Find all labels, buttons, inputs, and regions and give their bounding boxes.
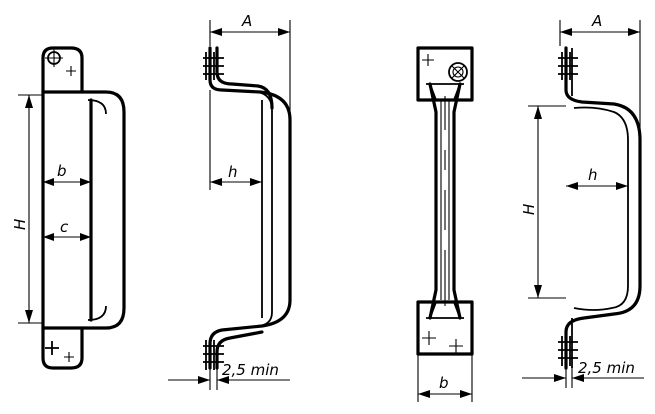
view1-front-handle <box>41 46 126 370</box>
view3-label-b: b <box>439 374 449 392</box>
view2-dimension-clearance: 2,5 min <box>168 361 290 390</box>
view1-label-b: b <box>57 162 67 180</box>
view4-dimension-h: h <box>566 166 628 190</box>
view4-dimension-H: H <box>520 105 566 299</box>
view2-dimension-h: h <box>209 90 262 190</box>
view4-label-clearance: 2,5 min <box>578 359 635 377</box>
view1-label-c: c <box>60 218 69 236</box>
view4-curved-handle <box>558 46 642 370</box>
view2-label-h: h <box>228 163 238 181</box>
view4-label-A: A <box>591 12 602 30</box>
view4-dimension-A: A <box>559 12 641 136</box>
view4-label-H: H <box>520 204 538 215</box>
view2-label-A: A <box>241 12 252 30</box>
view2-side-handle <box>203 46 292 370</box>
view4-dimension-clearance: 2,5 min <box>522 359 644 388</box>
view3-dimension-b: b <box>417 354 473 402</box>
view1-dimension-b: b <box>43 162 91 186</box>
view3-end-handle <box>416 46 474 356</box>
view2-dimension-A: A <box>209 12 291 118</box>
view1-dimension-c: c <box>43 218 91 241</box>
view1-label-H: H <box>11 219 29 230</box>
view4-label-h: h <box>588 166 598 184</box>
view1-dimension-H: H <box>11 94 44 324</box>
view2-label-clearance: 2,5 min <box>222 361 279 379</box>
